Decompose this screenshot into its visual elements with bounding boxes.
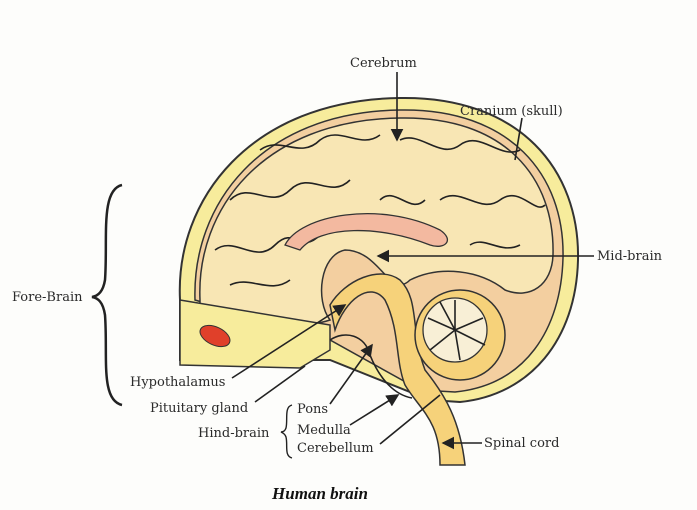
pointer-lines <box>231 72 594 450</box>
label-spinal-cord: Spinal cord <box>484 436 559 451</box>
red-spot <box>199 324 231 348</box>
label-medulla: Medulla <box>297 423 351 438</box>
hind-brain-brace <box>280 404 293 459</box>
label-mid-brain: Mid-brain <box>597 249 663 264</box>
label-cerebrum: Cerebrum <box>350 56 417 71</box>
label-hind-brain: Hind-brain <box>198 426 270 441</box>
caption: Human brain <box>271 484 368 503</box>
corpus-callosum <box>284 213 449 251</box>
fore-brain-brace <box>91 183 123 407</box>
label-cranium: Cranium (skull) <box>460 104 563 119</box>
brainstem <box>329 273 466 466</box>
frontal-base <box>179 299 331 369</box>
label-pons: Pons <box>297 402 328 417</box>
label-cerebellum: Cerebellum <box>297 441 374 456</box>
label-fore-brain: Fore-Brain <box>12 290 83 305</box>
label-pituitary-gland: Pituitary gland <box>150 401 248 416</box>
gyri-folds <box>214 134 546 287</box>
label-hypothalamus: Hypothalamus <box>130 375 225 390</box>
